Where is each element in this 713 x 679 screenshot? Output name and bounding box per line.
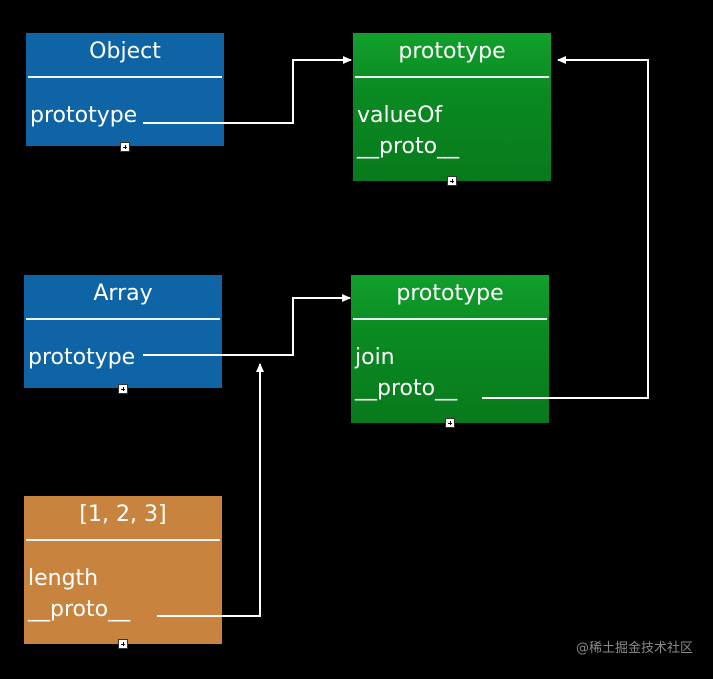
object-box: Object prototype (26, 33, 224, 152)
object-box-title: Object (89, 39, 161, 64)
array-box-divider (26, 318, 220, 320)
array-prototype-proto-property: __proto__ (355, 376, 458, 401)
array-prototype-join-property: join (355, 345, 395, 370)
array-instance-box: [1, 2, 3] length __proto__ (24, 496, 222, 649)
object-prototype-box-title: prototype (398, 39, 506, 64)
object-box-divider (28, 76, 222, 78)
array-prototype-box-divider (353, 318, 547, 320)
array-instance-box-divider (26, 539, 220, 541)
array-prototype-property: prototype (28, 345, 136, 370)
array-box: Array prototype (24, 275, 222, 394)
array-prototype-arrow (143, 294, 351, 356)
array-prototype-proto-arrow (482, 56, 649, 399)
array-instance-box-title: [1, 2, 3] (79, 502, 167, 527)
object-prototype-proto-property: __proto__ (357, 134, 460, 159)
array-instance-length-property: length (28, 566, 99, 591)
array-box-expand-icon[interactable] (118, 384, 128, 394)
array-instance-proto-property: __proto__ (28, 597, 131, 622)
object-prototype-property: prototype (30, 103, 138, 128)
array-prototype-box-expand-icon[interactable] (445, 418, 455, 428)
object-prototype-valueof-property: valueOf (357, 103, 443, 128)
watermark: @稀土掘金技术社区 (575, 641, 693, 656)
object-prototype-box: prototype valueOf __proto__ (353, 33, 551, 186)
array-prototype-box-title: prototype (396, 281, 504, 306)
object-box-expand-icon[interactable] (120, 142, 130, 152)
object-prototype-box-expand-icon[interactable] (447, 176, 457, 186)
object-prototype-box-divider (355, 76, 549, 78)
instance-proto-arrow (157, 363, 264, 617)
object-prototype-arrow (143, 56, 352, 124)
array-box-title: Array (93, 281, 153, 306)
array-instance-box-expand-icon[interactable] (118, 639, 128, 649)
